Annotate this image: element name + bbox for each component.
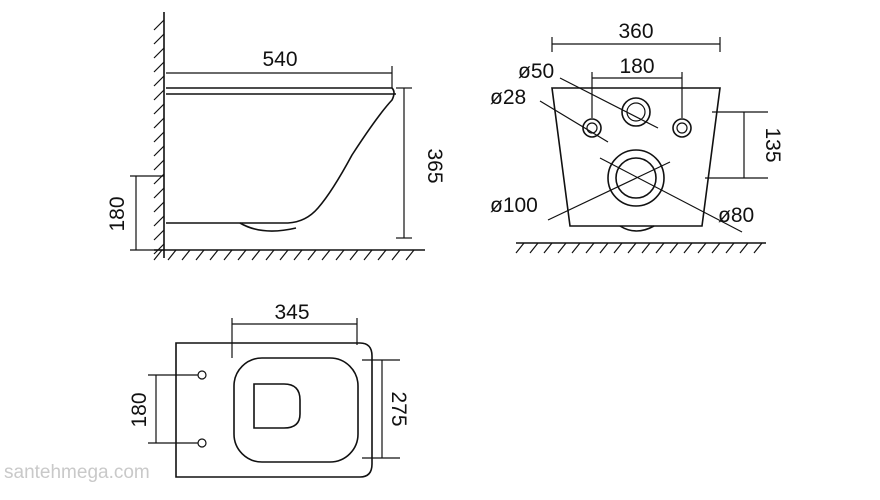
fixing-hole-diameter-label: ø28 (490, 86, 526, 109)
rear-width-label: 360 (618, 20, 653, 43)
length-label: 540 (262, 48, 297, 71)
watermark: santehmega.com (4, 462, 150, 483)
top-view: 345 180 275 (128, 301, 410, 478)
floor-hatching (153, 249, 415, 261)
fixing-hole-leader (539, 100, 609, 143)
rear-body-outline (551, 87, 721, 227)
fixing-hole-left (582, 118, 602, 138)
waste-inner-leader (599, 157, 743, 233)
waste-outlet (607, 149, 665, 207)
side-view: 540 365 180 (106, 12, 446, 261)
bowl-opening (253, 383, 301, 429)
wall-hatching (153, 19, 165, 255)
fixing-hole-right-inner (676, 122, 688, 134)
waste-outlet-inner (615, 157, 657, 199)
bowl-outline (233, 357, 359, 463)
top-outer-outline (175, 342, 373, 478)
inlet-leader (559, 77, 659, 129)
seat-bolt-hole-top (197, 370, 207, 380)
outlet-spigot (239, 222, 297, 232)
outlet-height-label: 135 (761, 127, 784, 162)
fixing-height-label: 180 (106, 196, 129, 231)
waste-outlet-diameter-label: ø100 (490, 194, 538, 217)
seat-bolt-hole-bottom (197, 438, 207, 448)
rear-floor-hatching (515, 242, 763, 254)
seat-width-label: 345 (274, 301, 309, 324)
water-inlet (621, 97, 651, 127)
fixing-hole-left-inner (586, 122, 598, 134)
fixing-hole-right (672, 118, 692, 138)
rear-outlet-foot (619, 225, 655, 232)
bowl-width-label: 275 (387, 391, 410, 426)
toilet-side-profile (166, 87, 395, 224)
waste-outlet-leader (547, 161, 671, 221)
rear-view: 360 180 135 ø50 ø28 ø100 ø80 (490, 20, 784, 254)
inlet-diameter-label: ø50 (518, 60, 554, 83)
waste-inner-diameter-label: ø80 (718, 204, 754, 227)
height-label: 365 (423, 148, 446, 183)
bolt-spacing-label: 180 (128, 392, 151, 427)
fixing-spacing-label: 180 (619, 55, 654, 78)
water-inlet-inner (626, 102, 646, 122)
